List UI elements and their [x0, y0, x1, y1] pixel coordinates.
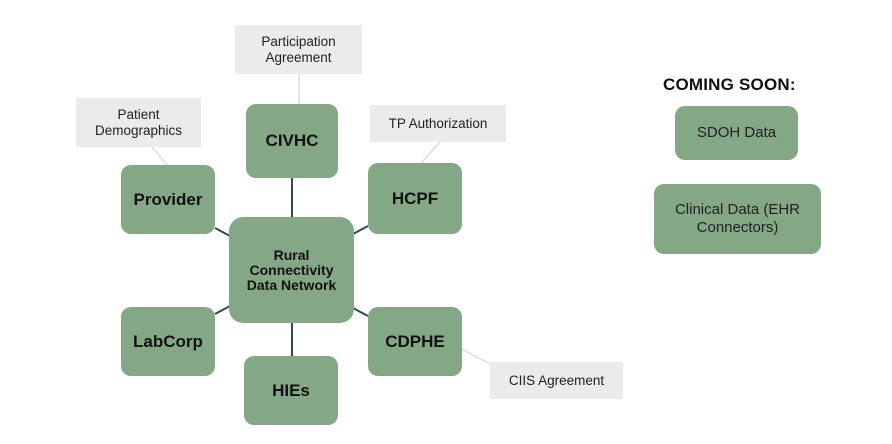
node-labcorp: LabCorp — [121, 307, 215, 376]
node-hcpf: HCPF — [368, 163, 462, 234]
node-hcpf-label: HCPF — [391, 188, 439, 208]
callout-pointer-ciis-agreement — [459, 347, 491, 365]
callout-pointer-tp-authorization — [420, 141, 441, 164]
node-labcorp-label: LabCorp — [133, 331, 203, 351]
connector-hub-provider — [214, 227, 231, 237]
coming-soon-sdoh-label: SDOH Data — [696, 124, 777, 141]
node-civhc-label: CIVHC — [265, 131, 319, 150]
node-civhc: CIVHC — [246, 104, 338, 178]
node-provider: Provider — [121, 165, 215, 234]
callout-patient-demographics: Patient Demographics — [76, 98, 201, 147]
coming-soon-heading: COMING SOON: — [663, 75, 796, 94]
node-hub-rural-connectivity: Rural Connectivity Data Network — [229, 217, 354, 323]
node-provider-label: Provider — [133, 189, 203, 209]
node-hies-label: HIEs — [272, 380, 310, 400]
callout-tp-authorization: TP Authorization — [370, 105, 506, 142]
coming-soon-sdoh-data: SDOH Data — [675, 106, 798, 160]
callout-ciis-agreement: CIIS Agreement — [490, 362, 623, 399]
callout-participation-agreement: Participation Agreement — [235, 25, 362, 74]
callout-patient-demographics-label: Patient Demographics — [94, 106, 183, 138]
connector-hub-cdphe — [352, 307, 369, 317]
node-cdphe: CDPHE — [368, 307, 462, 376]
callout-tp-authorization-label: TP Authorization — [388, 115, 488, 131]
coming-soon-clinical-data: Clinical Data (EHR Connectors) — [654, 184, 821, 254]
connector-hub-labcorp — [214, 305, 231, 315]
node-cdphe-label: CDPHE — [385, 331, 445, 351]
connector-hub-hcpf — [352, 225, 369, 235]
callout-participation-label: Participation Agreement — [261, 33, 336, 65]
node-hies: HIEs — [244, 356, 338, 425]
callout-pointer-patient-demographics — [151, 146, 169, 167]
callout-ciis-agreement-label: CIIS Agreement — [508, 372, 605, 388]
coming-soon-clinical-label: Clinical Data (EHR Connectors) — [674, 201, 801, 236]
node-hub-label: Rural Connectivity Data Network — [246, 246, 337, 293]
